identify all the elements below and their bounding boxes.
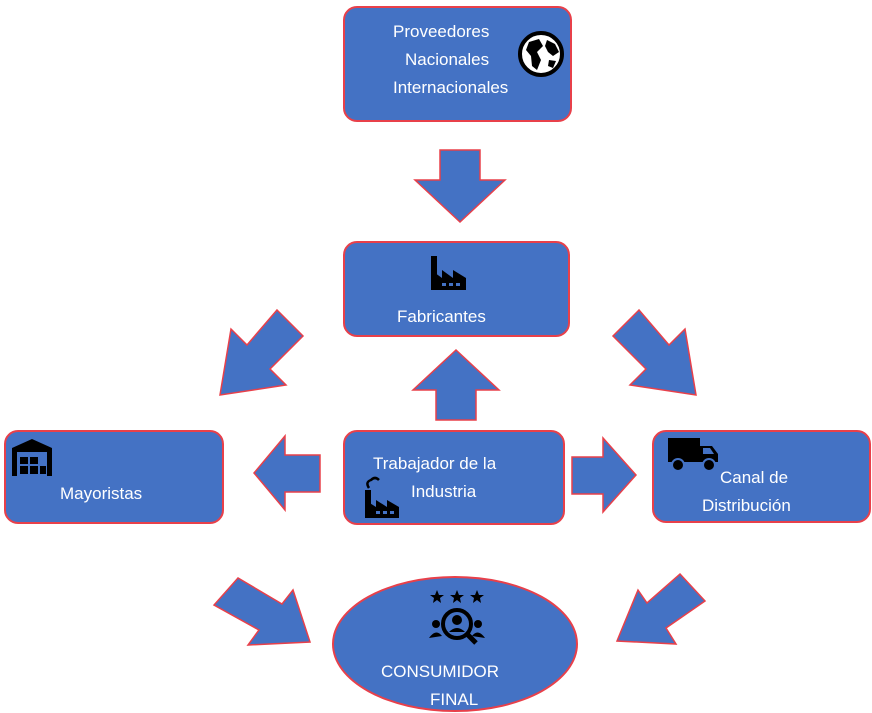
worker-node: Trabajador de la Industria	[343, 430, 565, 525]
arrow-worker-to-wholesalers	[253, 433, 321, 513]
arrow-worker-to-distribution	[571, 436, 638, 514]
worker-label-line1: Trabajador de la	[373, 454, 497, 473]
suppliers-label-line3: Internacionales	[393, 78, 509, 97]
consumer-label-line2: FINAL	[430, 690, 479, 709]
distribution-node: Canal de Distribución	[652, 430, 871, 523]
arrow-worker-to-manufacturers	[411, 348, 501, 421]
arrow-wholesalers-to-consumer	[212, 577, 312, 646]
warehouse-icon	[12, 439, 52, 476]
factory-icon	[431, 256, 466, 290]
manufacturers-node: Fabricantes	[343, 241, 570, 337]
manufacturers-label: Fabricantes	[397, 307, 486, 326]
globe-icon	[518, 31, 564, 77]
arrow-distribution-to-consumer	[615, 572, 707, 645]
wholesalers-label: Mayoristas	[60, 484, 143, 503]
consumer-label-line1: CONSUMIDOR	[381, 662, 500, 681]
arrow-suppliers-to-manufacturers	[413, 149, 507, 224]
suppliers-label-line2: Nacionales	[405, 50, 490, 69]
worker-label-line2: Industria	[411, 482, 477, 501]
arrow-manufacturers-to-distribution	[611, 308, 697, 396]
distribution-label-line1: Canal de	[720, 468, 789, 487]
arrow-manufacturers-to-wholesalers	[219, 308, 305, 396]
suppliers-node: Proveedores Nacionales Internacionales	[343, 6, 572, 122]
distribution-label-line2: Distribución	[702, 496, 791, 515]
industry-icon	[365, 476, 399, 518]
suppliers-label-line1: Proveedores	[393, 22, 490, 41]
wholesalers-node: Mayoristas	[4, 430, 224, 524]
truck-icon	[668, 438, 718, 472]
customer-review-icon	[429, 590, 485, 645]
consumer-node: CONSUMIDOR FINAL	[332, 576, 578, 712]
